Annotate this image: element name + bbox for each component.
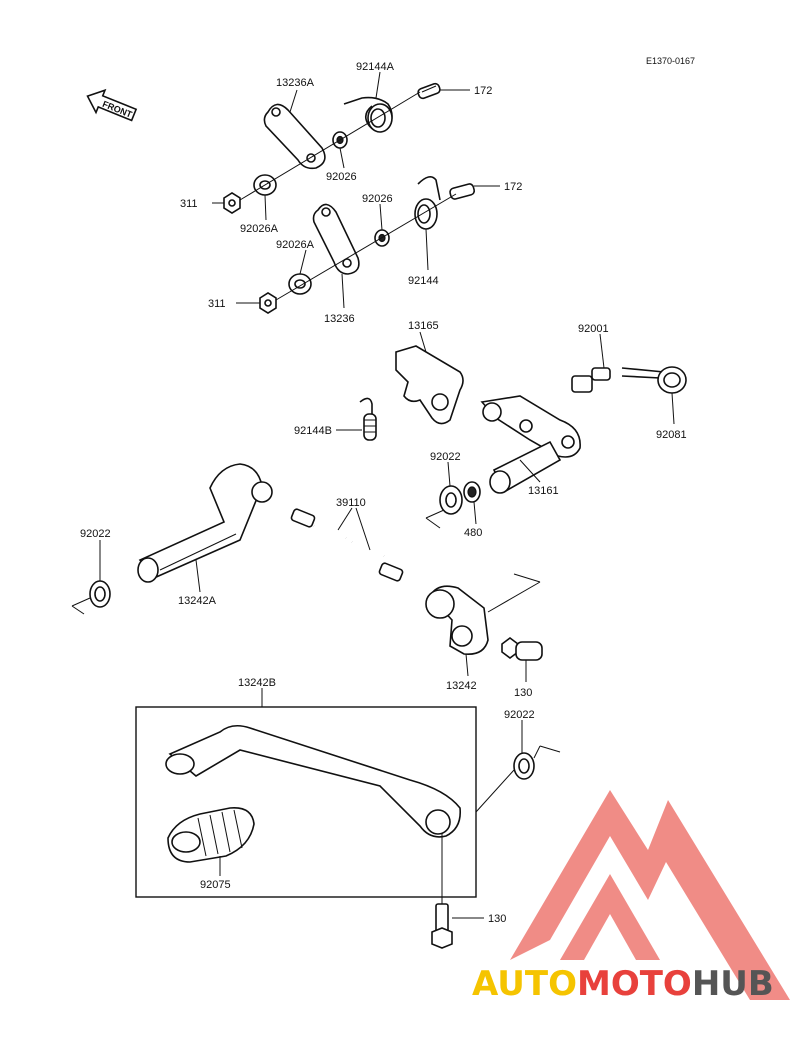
washer-92022-middle <box>439 485 463 515</box>
watermark-text-hub: HUB <box>692 964 774 1004</box>
spring-92144B <box>359 397 377 441</box>
washer-92022-left <box>89 580 111 608</box>
pedal-13242B <box>165 724 462 838</box>
arm-13236 <box>312 203 360 275</box>
plate-13165 <box>395 345 464 425</box>
label-92144A: 92144A <box>356 61 395 73</box>
label-92144: 92144 <box>408 275 439 287</box>
label-13242A: 13242A <box>178 595 217 607</box>
label-39110: 39110 <box>336 497 366 509</box>
label-92026A-upper: 92026A <box>240 223 279 235</box>
circlip-480 <box>463 481 481 503</box>
label-92081: 92081 <box>656 429 687 441</box>
rubber-92075 <box>167 807 255 863</box>
label-311-lower: 311 <box>208 298 226 310</box>
label-130-lower: 130 <box>488 913 506 925</box>
pedal-assembly-box <box>135 706 477 898</box>
label-13236A: 13236A <box>276 77 315 89</box>
leader-lines <box>99 71 675 919</box>
reference-code: E1370-0167 <box>646 56 695 66</box>
label-13236: 13236 <box>324 313 355 325</box>
watermark-text: AUTOMOTOHUB <box>472 964 774 1004</box>
bolt-130-upper <box>501 637 543 661</box>
label-92026-upper: 92026 <box>326 171 357 183</box>
label-92022-middle: 92022 <box>430 451 461 463</box>
spring-92144 <box>414 176 441 230</box>
label-311-upper: 311 <box>180 198 198 210</box>
label-480: 480 <box>464 527 482 539</box>
shaft-13161 <box>480 395 581 494</box>
label-92022-left: 92022 <box>80 528 111 540</box>
shaft-13242A <box>137 463 273 583</box>
bolt-92001 <box>571 367 611 393</box>
nut-311-upper <box>223 192 241 214</box>
label-13242: 13242 <box>446 680 477 692</box>
label-172-upper: 172 <box>474 85 492 97</box>
label-92026A-lower: 92026A <box>276 239 315 251</box>
label-13242B: 13242B <box>238 677 276 689</box>
label-92026-lower: 92026 <box>362 193 393 205</box>
spring-92144A <box>343 96 393 133</box>
tie-rod-39110 <box>290 508 404 582</box>
label-13161: 13161 <box>528 485 559 497</box>
pin-172-upper <box>417 82 441 100</box>
pin-172-lower <box>449 183 476 200</box>
spring-92081 <box>621 366 687 394</box>
watermark-text-auto: AUTO <box>472 964 577 1004</box>
bolt-130-lower <box>431 903 453 949</box>
label-92144B: 92144B <box>294 425 332 437</box>
watermark-text-moto: MOTO <box>577 964 692 1004</box>
label-92075: 92075 <box>200 879 231 891</box>
label-13165: 13165 <box>408 320 439 332</box>
label-172-lower: 172 <box>504 181 522 193</box>
washer-92026A-lower <box>288 273 312 295</box>
arm-13236A <box>263 103 326 170</box>
nut-311-lower <box>259 292 277 314</box>
label-92022-right: 92022 <box>504 709 535 721</box>
front-arrow-icon: FRONT <box>86 88 138 122</box>
watermark-logo-icon <box>510 790 790 1000</box>
lever-13242 <box>425 585 489 656</box>
washer-92022-right <box>513 752 535 780</box>
label-130-upper: 130 <box>514 687 532 699</box>
label-92001: 92001 <box>578 323 609 335</box>
